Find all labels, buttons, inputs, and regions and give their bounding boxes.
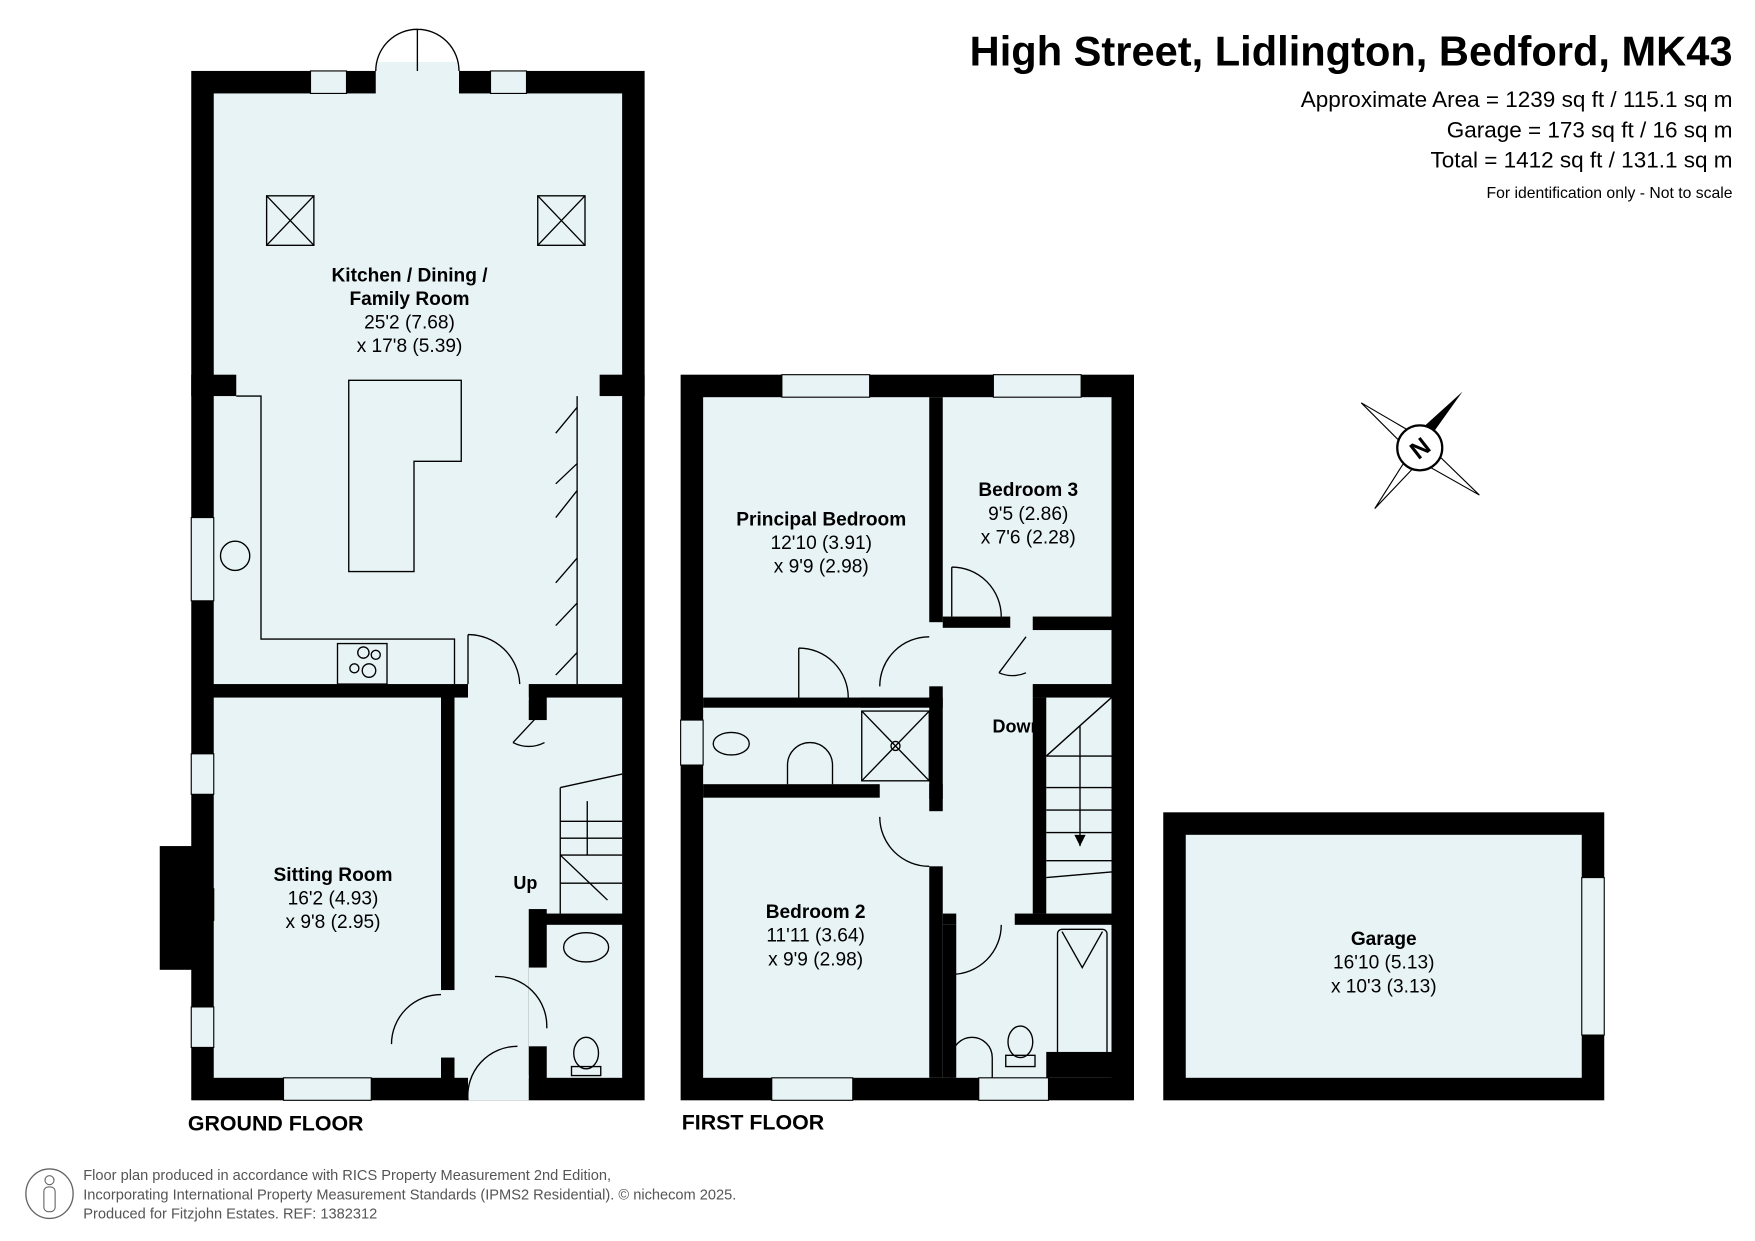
stairs-up-label: Up [513, 873, 537, 893]
total-area: Total = 1412 sq ft / 131.1 sq m [1430, 148, 1732, 173]
cloakroom [546, 924, 623, 1078]
sitting-room-dim-1: 16'2 (4.93) [288, 889, 379, 910]
principal-bedroom-dim-2: x 9'9 (2.98) [774, 557, 869, 578]
hallway [454, 697, 529, 1078]
footer-logo-icon [25, 1168, 74, 1220]
bedroom-3-name: Bedroom 3 [978, 480, 1078, 501]
principal-bedroom-name: Principal Bedroom [736, 509, 906, 530]
bedroom-2-dim-1: 11'11 (3.64) [766, 926, 865, 947]
bedroom-2-name: Bedroom 2 [766, 902, 866, 923]
footer-line-2: Incorporating International Property Mea… [83, 1187, 736, 1203]
kitchen-room [213, 93, 623, 685]
bedroom-2-dim-2: x 9'9 (2.98) [768, 949, 863, 970]
kitchen-name-1: Kitchen / Dining / [331, 265, 488, 286]
footer-line-3: Produced for Fitzjohn Estates. REF: 1382… [83, 1206, 377, 1222]
garage-area: Garage = 173 sq ft / 16 sq m [1447, 117, 1733, 142]
garage-dim-1: 16'10 (5.13) [1333, 953, 1434, 974]
page-title: High Street, Lidlington, Bedford, MK43 [970, 27, 1733, 74]
disclaimer: For identification only - Not to scale [1487, 185, 1733, 202]
ground-floor-plan [159, 28, 645, 1101]
compass-icon: N [1360, 391, 1480, 509]
ground-floor-label: GROUND FLOOR [188, 1112, 364, 1136]
principal-bedroom-dim-1: 12'10 (3.91) [771, 533, 872, 554]
front-door[interactable] [468, 1075, 529, 1101]
sitting-room [213, 697, 441, 1078]
stairs-down-label: Down [993, 716, 1042, 736]
approx-area: Approximate Area = 1239 sq ft / 115.1 sq… [1301, 87, 1733, 112]
kitchen-name-2: Family Room [350, 289, 470, 310]
kitchen-dim-1: 25'2 (7.68) [364, 313, 455, 334]
garage-dim-2: x 10'3 (3.13) [1331, 976, 1437, 997]
kitchen-dim-2: x 17'8 (5.39) [357, 336, 463, 357]
sitting-room-dim-2: x 9'8 (2.95) [286, 912, 381, 933]
first-floor-plan [680, 374, 1134, 1101]
staircase [546, 697, 623, 914]
footer-line-1: Floor plan produced in accordance with R… [83, 1168, 611, 1184]
sitting-room-name: Sitting Room [274, 865, 393, 886]
garage-plan [1163, 812, 1605, 1101]
first-floor-label: FIRST FLOOR [682, 1111, 824, 1135]
bedroom-3-dim-1: 9'5 (2.86) [988, 504, 1068, 525]
bedroom-3-dim-2: x 7'6 (2.28) [981, 527, 1076, 548]
garage-name: Garage [1351, 929, 1417, 950]
